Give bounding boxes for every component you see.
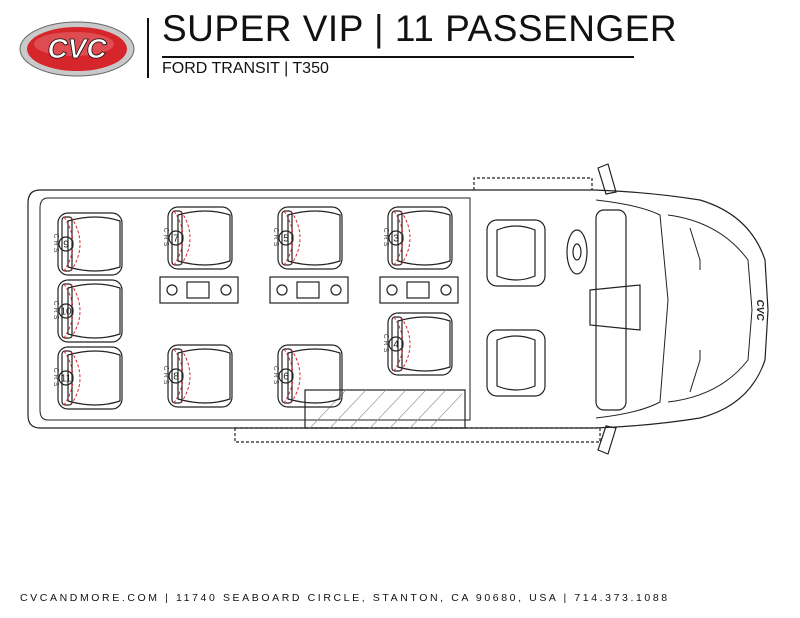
seat-number-badge <box>388 336 404 352</box>
seat-number-badge <box>278 230 294 246</box>
entry-step <box>304 389 466 429</box>
header-divider <box>147 18 149 78</box>
front-passenger-seat <box>486 329 546 397</box>
hood-line <box>667 214 753 403</box>
seat-7: 7 CRS <box>159 206 239 304</box>
seat-number-badge <box>168 368 184 384</box>
van-inner-wall <box>39 197 471 421</box>
van-body-outline <box>27 189 769 429</box>
seat-console <box>269 276 349 304</box>
seat-number-badge <box>168 230 184 246</box>
crs-label: CRS <box>382 228 389 249</box>
crs-label: CRS <box>272 228 279 249</box>
mirror-bottom <box>597 425 617 455</box>
hood-badge: CVC <box>754 299 765 321</box>
seat-number: 5 <box>283 234 289 245</box>
seat-5: 5 CRS <box>269 206 349 304</box>
seat-number-badge <box>278 368 294 384</box>
logo-text: CVC <box>47 33 107 64</box>
windshield <box>595 199 669 419</box>
crs-label: CRS <box>162 366 169 387</box>
seat-number: 9 <box>63 240 69 251</box>
dashboard <box>595 209 627 411</box>
crs-label: CRS <box>382 334 389 355</box>
seat-number: 6 <box>283 372 289 383</box>
page-title: SUPER VIP | 11 PASSENGER <box>162 8 678 49</box>
seat-number: 11 <box>61 374 72 385</box>
center-console <box>589 284 641 331</box>
van-floorplan: CVC 9CRS10CRS11CRS7CRS8CRS5CRS6CRS3CRS4C… <box>27 163 769 455</box>
hood-vent-top <box>689 227 701 270</box>
title-underline <box>162 56 634 58</box>
seat-number: 3 <box>393 234 399 245</box>
footer-contact: CVCANDMORE.COM | 11740 SEABOARD CIRCLE, … <box>20 592 670 604</box>
seat-4: 4 CRS <box>382 312 453 376</box>
hood-vent-bottom <box>689 350 701 393</box>
seat-number: 7 <box>173 234 179 245</box>
crs-label: CRS <box>52 234 59 255</box>
page-subtitle: FORD TRANSIT | T350 <box>162 60 329 77</box>
crs-label: CRS <box>52 368 59 389</box>
seat-3: 3 CRS <box>379 206 459 304</box>
crs-label: CRS <box>52 301 59 322</box>
seat-number: 4 <box>393 340 399 351</box>
mirror-top <box>597 163 617 195</box>
step-hatch <box>309 389 463 429</box>
sliding-door-top <box>473 177 593 190</box>
seat-6: 6 CRS <box>272 344 343 408</box>
seat-number-badge <box>58 303 74 319</box>
seat-9: 9 CRS <box>52 212 123 276</box>
seat-console <box>159 276 239 304</box>
cvc-logo: CVC <box>19 21 135 77</box>
seat-number: 8 <box>173 372 179 383</box>
seat-number-badge <box>388 230 404 246</box>
steering-wheel <box>566 229 588 275</box>
driver-seat <box>486 219 546 287</box>
seat-console <box>379 276 459 304</box>
seat-8: 8 CRS <box>162 344 233 408</box>
seat-number: 10 <box>60 307 72 318</box>
crs-label: CRS <box>162 228 169 249</box>
seat-number-badge <box>58 236 74 252</box>
crs-label: CRS <box>272 366 279 387</box>
side-step <box>234 427 601 443</box>
seat-number-badge <box>58 370 74 386</box>
